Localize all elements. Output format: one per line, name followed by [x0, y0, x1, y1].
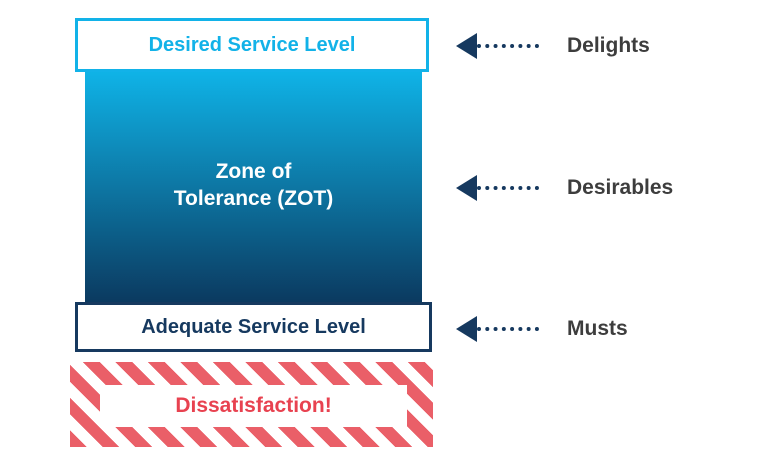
annotation-musts: Musts: [456, 316, 628, 342]
left-arrow-icon: [456, 33, 477, 59]
desired-service-level-label: Desired Service Level: [148, 33, 356, 56]
annotation-label-delights: Delights: [567, 34, 650, 57]
annotation-label-musts: Musts: [567, 317, 628, 340]
annotation-delights: Delights: [456, 33, 650, 59]
left-arrow-icon: [456, 175, 477, 201]
annotation-label-desirables: Desirables: [567, 176, 674, 199]
dotted-line: [477, 327, 539, 331]
dotted-line: [477, 186, 539, 190]
desired-service-level-box: Desired Service Level: [75, 18, 429, 72]
adequate-service-level-label: Adequate Service Level: [141, 315, 366, 338]
zone-of-tolerance-box: Zone of Tolerance (ZOT): [85, 70, 422, 302]
dissatisfaction-box: Dissatisfaction!: [70, 362, 433, 447]
zone-of-tolerance-label: Zone of Tolerance (ZOT): [173, 160, 334, 210]
dissatisfaction-inner-panel: Dissatisfaction!: [100, 385, 407, 427]
left-arrow-icon: [456, 316, 477, 342]
adequate-service-level-box: Adequate Service Level: [75, 302, 432, 352]
annotation-desirables: Desirables: [456, 175, 673, 201]
dissatisfaction-label: Dissatisfaction!: [175, 394, 332, 417]
dotted-line: [477, 44, 539, 48]
